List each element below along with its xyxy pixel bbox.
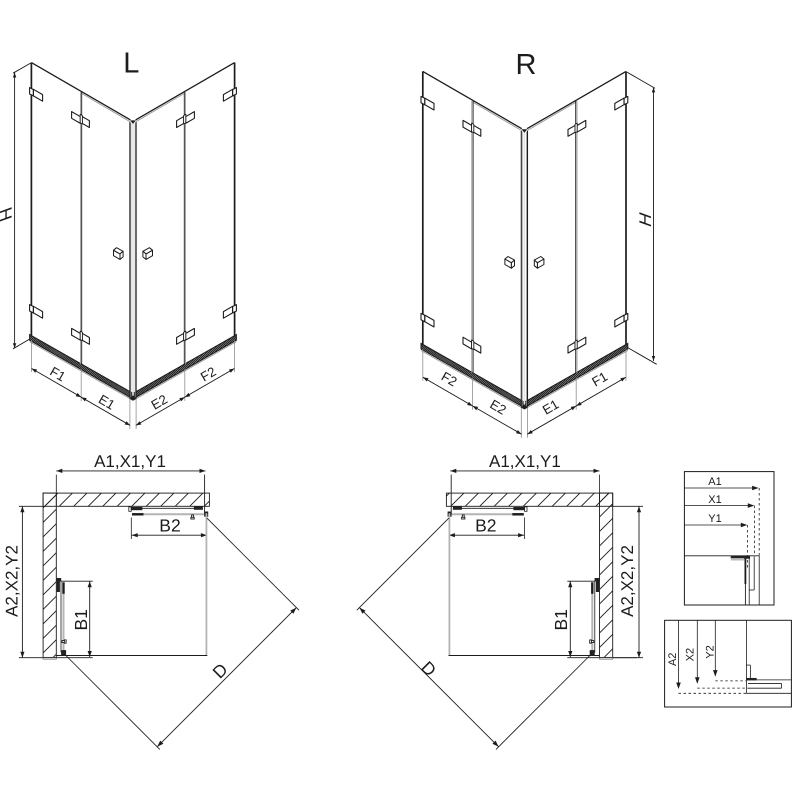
svg-text:X1: X1	[708, 494, 721, 506]
svg-text:E2: E2	[149, 392, 170, 413]
svg-text:E2: E2	[487, 397, 508, 418]
svg-text:A1: A1	[708, 476, 721, 488]
svg-text:E1: E1	[96, 392, 117, 413]
svg-text:F1: F1	[589, 369, 610, 390]
svg-text:A2,X2,Y2: A2,X2,Y2	[2, 545, 21, 617]
svg-text:H: H	[0, 205, 15, 225]
svg-text:B2: B2	[159, 516, 180, 536]
svg-text:F2: F2	[439, 369, 460, 390]
svg-text:X2: X2	[684, 648, 696, 661]
svg-text:L: L	[123, 48, 139, 80]
svg-text:Y1: Y1	[708, 513, 721, 525]
svg-text:E1: E1	[540, 397, 561, 418]
svg-text:A1,X1,Y1: A1,X1,Y1	[94, 452, 166, 471]
svg-text:R: R	[516, 49, 537, 81]
svg-text:F1: F1	[47, 364, 68, 385]
svg-text:A1,X1,Y1: A1,X1,Y1	[489, 452, 561, 471]
svg-text:B1: B1	[551, 609, 571, 630]
svg-text:A2,X2,Y2: A2,X2,Y2	[618, 545, 637, 617]
svg-text:Y2: Y2	[705, 645, 717, 658]
svg-text:F2: F2	[198, 364, 219, 385]
svg-text:B2: B2	[475, 516, 496, 536]
svg-text:B1: B1	[71, 609, 91, 630]
svg-text:A2: A2	[667, 653, 679, 666]
